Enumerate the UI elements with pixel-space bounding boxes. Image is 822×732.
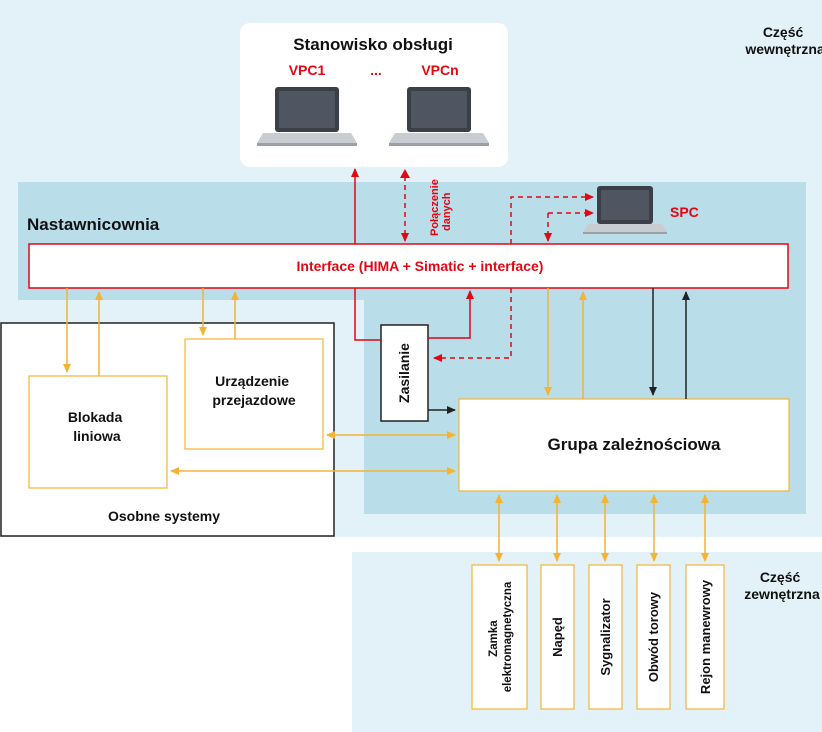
interface-label: Interface (HIMA + Simatic + interface) [297, 258, 544, 274]
separate-systems-label: Osobne systemy [108, 508, 220, 524]
field-device-box [636, 564, 671, 710]
arrow-interface-to-spc [510, 193, 594, 244]
line-interface-power [354, 288, 381, 341]
field-device-label: Obwód torowy [646, 591, 661, 682]
arrow-power-to-interface [428, 290, 474, 339]
level-crossing-label: Urządzenie przejazdowe [212, 373, 295, 408]
laptop-icon [257, 87, 357, 146]
interface-bar [28, 243, 789, 289]
field-device-box [540, 564, 575, 710]
line-block-box [28, 375, 168, 489]
level-crossing-box [184, 338, 324, 450]
field-device-list: Zamka elektromagnetyczna Napęd Sygnaliza… [471, 564, 725, 710]
outer-zone-background [352, 552, 822, 732]
field-device-label: Zamka elektromagnetyczna [488, 581, 514, 692]
interlocking-box [458, 398, 790, 492]
interlocking-label: Grupa zależnościowa [548, 435, 721, 454]
vpc-ellipsis: ... [370, 62, 382, 78]
arrow-interface-dashed-to-power [433, 288, 512, 362]
field-device-box [685, 564, 725, 710]
laptop-icon [389, 87, 489, 146]
power-label: Zasilanie [396, 343, 412, 403]
workstation-title: Stanowisko obsługi [293, 35, 453, 54]
control-room-label: Nastawnicownia [27, 215, 160, 234]
data-link-label: Połączenie danych [429, 176, 453, 236]
field-device-label: Sygnalizator [598, 598, 613, 675]
field-device-box [588, 564, 623, 710]
field-device-label: Napęd [550, 617, 565, 657]
vpc1-label: VPC1 [289, 62, 326, 78]
inner-zone-label: Część wewnętrzna [744, 24, 822, 57]
line-block-label: Blokada liniowa [68, 409, 126, 444]
spc-label: SPC [670, 204, 699, 220]
laptop-icon [583, 186, 667, 234]
field-device-label: Rejon manewrowy [698, 579, 713, 694]
vpcn-label: VPCn [421, 62, 458, 78]
connectors [63, 168, 709, 562]
field-device-box [471, 564, 528, 710]
outer-zone-label: Część zewnętrzna [744, 569, 820, 602]
power-box [380, 324, 429, 422]
